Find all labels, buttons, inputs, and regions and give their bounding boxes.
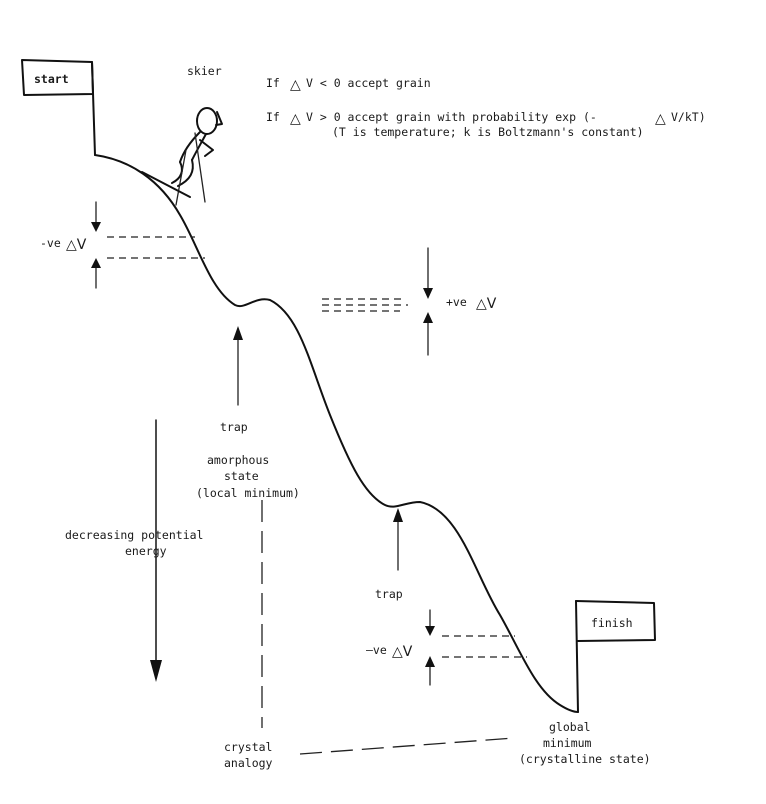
- crystal-analogy-label-line1: crystal: [224, 740, 272, 754]
- finish-flag-pole: [575, 600, 579, 713]
- pos-dv-label: +ve: [446, 295, 467, 309]
- neg-dv-top-delta-v: △V: [66, 237, 87, 253]
- skier-back: [179, 131, 201, 163]
- pos-dv-indicator: +ve △V: [322, 247, 497, 356]
- skier-pole-front: [194, 132, 206, 203]
- decreasing-energy-label-line2: energy: [125, 544, 167, 558]
- finish-flag: finish: [575, 600, 656, 713]
- neg-dv-bottom-indicator: –ve △V: [366, 609, 527, 686]
- trap-1-indicator: trap amorphous state (local minimum): [196, 326, 300, 500]
- neg-dv-bottom-label: –ve: [366, 643, 387, 657]
- start-label: start: [34, 72, 69, 86]
- skier-label: skier: [187, 64, 222, 78]
- global-label-line3: (crystalline state): [519, 752, 651, 766]
- skier-front-leg: [177, 159, 194, 187]
- finish-flag-banner: [575, 600, 656, 642]
- skier-ski: [141, 171, 191, 198]
- neg-dv-bottom-delta-v: △V: [392, 644, 413, 660]
- amorphous-label-line2: state: [224, 469, 259, 483]
- rule2-delta-symbol: △: [290, 111, 301, 127]
- skier-chest: [191, 133, 207, 161]
- neg-dv-top-label: -ve: [40, 236, 61, 250]
- finish-label: finish: [591, 616, 633, 630]
- rule1-text: V < 0 accept grain: [306, 76, 431, 90]
- decreasing-energy-indicator: decreasing potential energy: [65, 419, 203, 682]
- skier-head: [196, 107, 218, 135]
- energy-landscape-curve: [94, 154, 579, 713]
- rule1-if: If: [266, 76, 280, 90]
- global-label-line1: global: [549, 720, 591, 734]
- trap-1-label: trap: [220, 420, 248, 434]
- crystal-analogy-label-line2: analogy: [224, 756, 273, 770]
- amorphous-label-line1: amorphous: [207, 453, 269, 467]
- skier-arm: [199, 139, 214, 157]
- trap-2-indicator: trap: [375, 508, 403, 601]
- global-label-line2: minimum: [543, 736, 592, 750]
- skier-figure: [141, 107, 223, 206]
- global-minimum-label: global minimum (crystalline state): [519, 720, 651, 766]
- rule2-if: If: [266, 110, 280, 124]
- amorphous-label-line3: (local minimum): [196, 486, 300, 500]
- pos-dv-delta-v: △V: [476, 296, 497, 312]
- start-flag: start: [21, 59, 96, 156]
- rule2-text-end: V/kT): [671, 110, 706, 124]
- acceptance-rules: If △ V < 0 accept grain If △ V > 0 accep…: [266, 76, 706, 139]
- crystal-analogy-links: crystal analogy: [224, 500, 515, 770]
- decreasing-energy-label-line1: decreasing potential: [65, 528, 203, 542]
- rule2-text: V > 0 accept grain with probability exp …: [306, 110, 597, 124]
- rule1-delta-symbol: △: [290, 77, 301, 93]
- crystal-analogy-horizontal-link: [299, 737, 515, 755]
- rule3-text: (T is temperature; k is Boltzmann's cons…: [332, 125, 644, 139]
- neg-dv-top-indicator: -ve △V: [40, 201, 205, 289]
- start-flag-pole: [91, 61, 96, 156]
- skier-nose: [215, 111, 223, 126]
- rule2-delta-symbol-2: △: [655, 111, 666, 127]
- trap-2-label: trap: [375, 587, 403, 601]
- skier-pole-back: [175, 149, 187, 206]
